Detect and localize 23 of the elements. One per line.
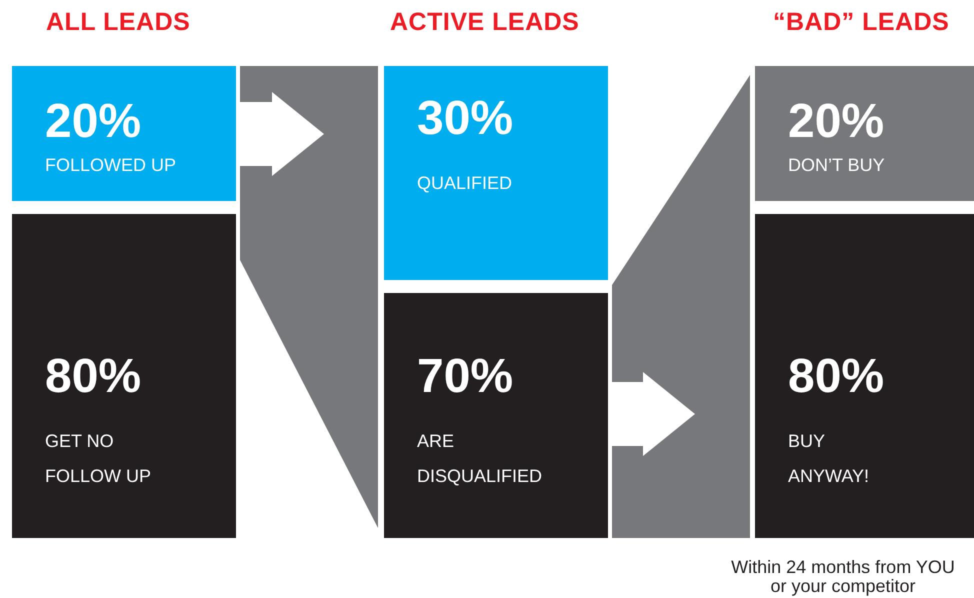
percentage: 20% — [45, 98, 142, 146]
percentage: 20% — [788, 98, 884, 146]
footnote: Within 24 months from YOU — [730, 558, 956, 577]
stat-box — [755, 214, 974, 538]
stat-label: QUALIFIED — [417, 172, 514, 195]
column-heading: “BAD” LEADS — [773, 8, 950, 37]
stat-box — [12, 66, 236, 201]
stat-box — [384, 293, 608, 538]
column-heading: ALL LEADS — [46, 8, 190, 37]
stat-box — [755, 66, 974, 201]
footnote: or your competitor — [769, 577, 917, 596]
stat-box — [12, 214, 236, 538]
stat-label: FOLLOWED UP — [45, 154, 178, 177]
stat-label: ARE DISQUALIFIED — [417, 430, 544, 488]
stat-label: GET NO FOLLOW UP — [45, 430, 152, 488]
column-heading: ACTIVE LEADS — [390, 8, 580, 37]
stat-label: BUY ANYWAY! — [788, 430, 870, 488]
stat-box — [384, 66, 608, 280]
stat-label: DON’T BUY — [788, 154, 886, 177]
percentage: 70% — [417, 353, 514, 401]
percentage: 30% — [417, 95, 514, 143]
percentage: 80% — [45, 353, 142, 401]
percentage: 80% — [788, 353, 884, 401]
